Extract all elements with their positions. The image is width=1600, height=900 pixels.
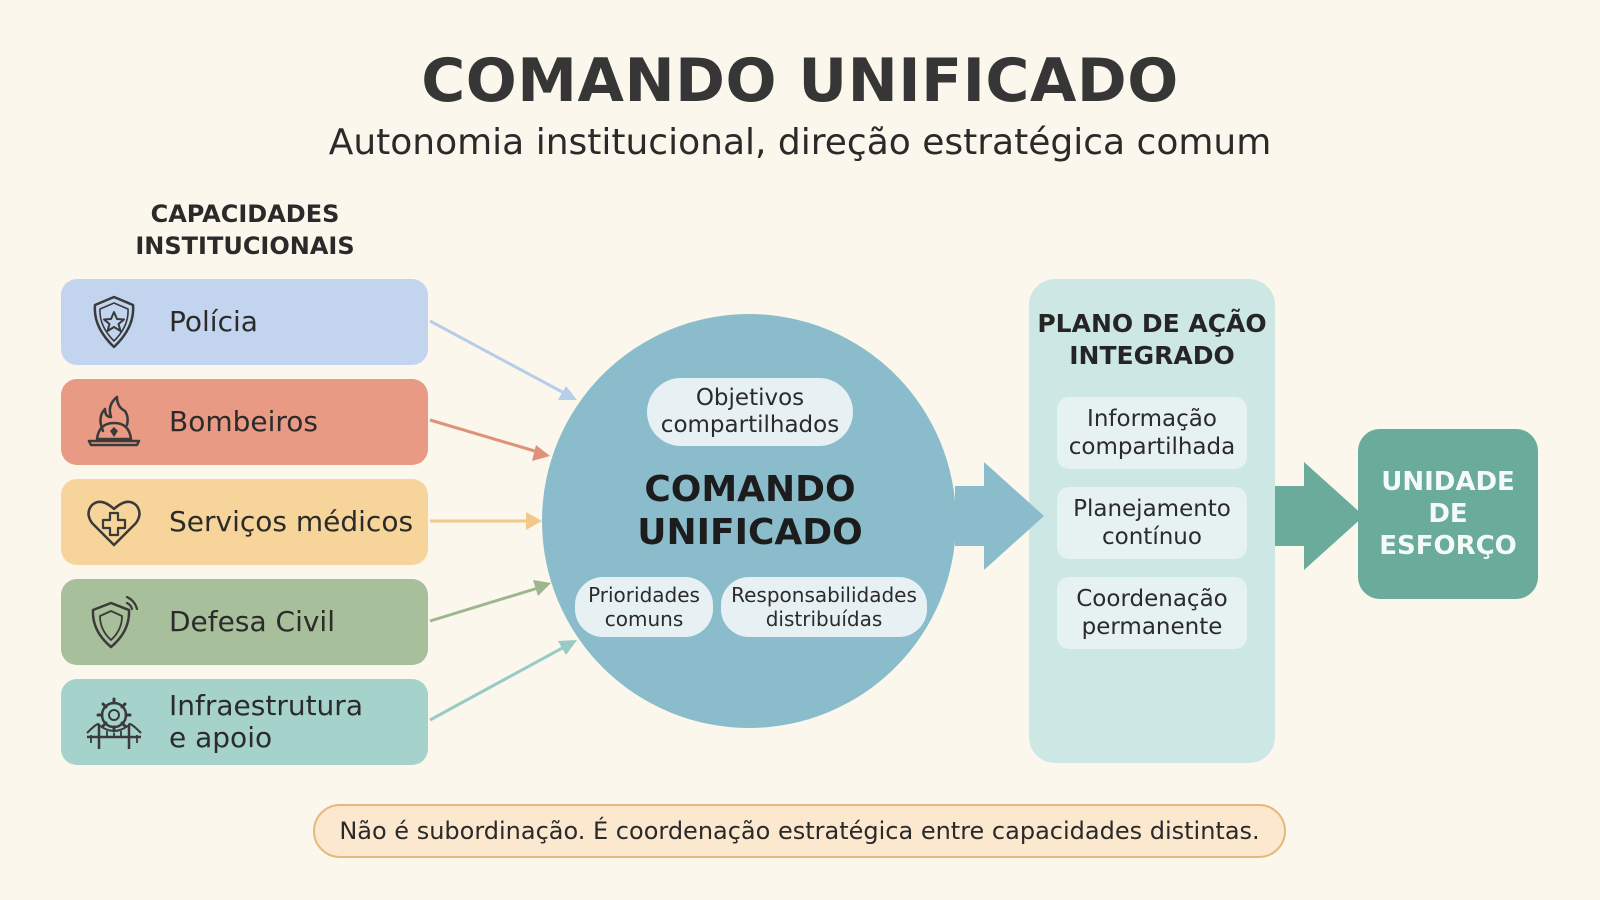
arrow-infraestrutura	[429, 640, 577, 722]
footer-note: Não é subordinação. É coordenação estrat…	[313, 804, 1286, 858]
capability-label-defesa-civil: Defesa Civil	[169, 605, 335, 638]
police-badge-icon	[93, 295, 135, 349]
pill-objetivos-line1: Objetivos	[695, 385, 805, 411]
pill-prioridades-line1: Prioridades	[588, 583, 700, 607]
unified-command-title-line1: COMANDO	[644, 469, 856, 510]
capability-label-infraestrutura: Infraestrutura e apoio	[169, 690, 363, 754]
capability-card-infraestrutura: Infraestrutura e apoio	[61, 679, 428, 765]
pill-prioridades-line2: comuns	[604, 607, 684, 631]
arrow-defesa-civil	[429, 580, 551, 623]
action-plan-heading-line2: INTEGRADO	[1069, 341, 1235, 370]
plan-item-informacao-line1: Informação	[1087, 406, 1217, 432]
capability-label-infraestrutura-line1: Infraestrutura	[169, 689, 363, 722]
pill-objetivos-compartilhados: Objetivos compartilhados	[647, 378, 853, 446]
pill-responsabilidades-distribuidas: Responsabilidades distribuídas	[721, 577, 927, 637]
capability-card-bombeiros: Bombeiros	[61, 379, 428, 465]
capability-label-policia: Polícia	[169, 305, 258, 338]
page-subtitle: Autonomia institucional, direção estraté…	[328, 122, 1272, 163]
unified-command-title: COMANDO UNIFICADO	[600, 468, 900, 554]
capabilities-heading-line2: INSTITUCIONAIS	[135, 232, 355, 260]
plan-item-planejamento-line2: contínuo	[1102, 524, 1202, 550]
capabilities-heading: CAPACIDADES INSTITUCIONAIS	[100, 198, 390, 262]
capability-label-servicos-medicos: Serviços médicos	[169, 505, 414, 538]
plan-item-informacao: Informação compartilhada	[1057, 397, 1247, 469]
capability-card-defesa-civil: Defesa Civil	[61, 579, 428, 665]
capability-label-bombeiros: Bombeiros	[169, 405, 319, 438]
plan-item-coordenacao: Coordenação permanente	[1057, 577, 1247, 649]
action-plan-heading-line1: PLANO DE AÇÃO	[1037, 309, 1267, 338]
unity-line1: UNIDADE	[1381, 467, 1515, 497]
unified-command-title-line2: UNIFICADO	[637, 512, 863, 553]
plan-item-coordenacao-line2: permanente	[1081, 614, 1223, 640]
arrow-servicos-medicos	[430, 512, 542, 530]
capability-label-infraestrutura-line2: e apoio	[169, 721, 273, 754]
infrastructure-bridge-gear-icon	[86, 697, 142, 749]
capability-card-servicos-medicos: Serviços médicos	[61, 479, 428, 565]
arrow-policia	[429, 319, 577, 400]
civil-defense-shield-icon	[91, 595, 139, 649]
unity-line3: ESFORÇO	[1379, 531, 1517, 561]
page-title: COMANDO UNIFICADO	[421, 46, 1179, 116]
unity-of-effort-box: UNIDADE DE ESFORÇO	[1358, 429, 1538, 599]
pill-responsabilidades-line2: distribuídas	[765, 607, 883, 631]
arrow-circle-to-plan	[955, 462, 1044, 570]
footer-note-text: Não é subordinação. É coordenação estrat…	[339, 817, 1260, 845]
pill-responsabilidades-line1: Responsabilidades	[731, 583, 917, 607]
pill-prioridades-comuns: Prioridades comuns	[575, 577, 713, 637]
plan-item-planejamento: Planejamento contínuo	[1057, 487, 1247, 559]
arrow-plan-to-unity	[1275, 462, 1364, 570]
unity-line2: DE	[1428, 499, 1468, 529]
plan-item-planejamento-line1: Planejamento	[1073, 496, 1231, 522]
plan-item-coordenacao-line1: Coordenação	[1076, 586, 1228, 612]
capability-card-policia: Polícia	[61, 279, 428, 365]
action-plan-heading: PLANO DE AÇÃO INTEGRADO	[1029, 308, 1275, 372]
plan-item-informacao-line2: compartilhada	[1068, 434, 1236, 460]
pill-objetivos-line2: compartilhados	[660, 412, 840, 438]
arrow-bombeiros	[429, 418, 550, 461]
capabilities-heading-line1: CAPACIDADES	[150, 200, 340, 228]
firefighter-helmet-icon	[87, 395, 141, 447]
medical-heart-icon	[87, 500, 141, 547]
